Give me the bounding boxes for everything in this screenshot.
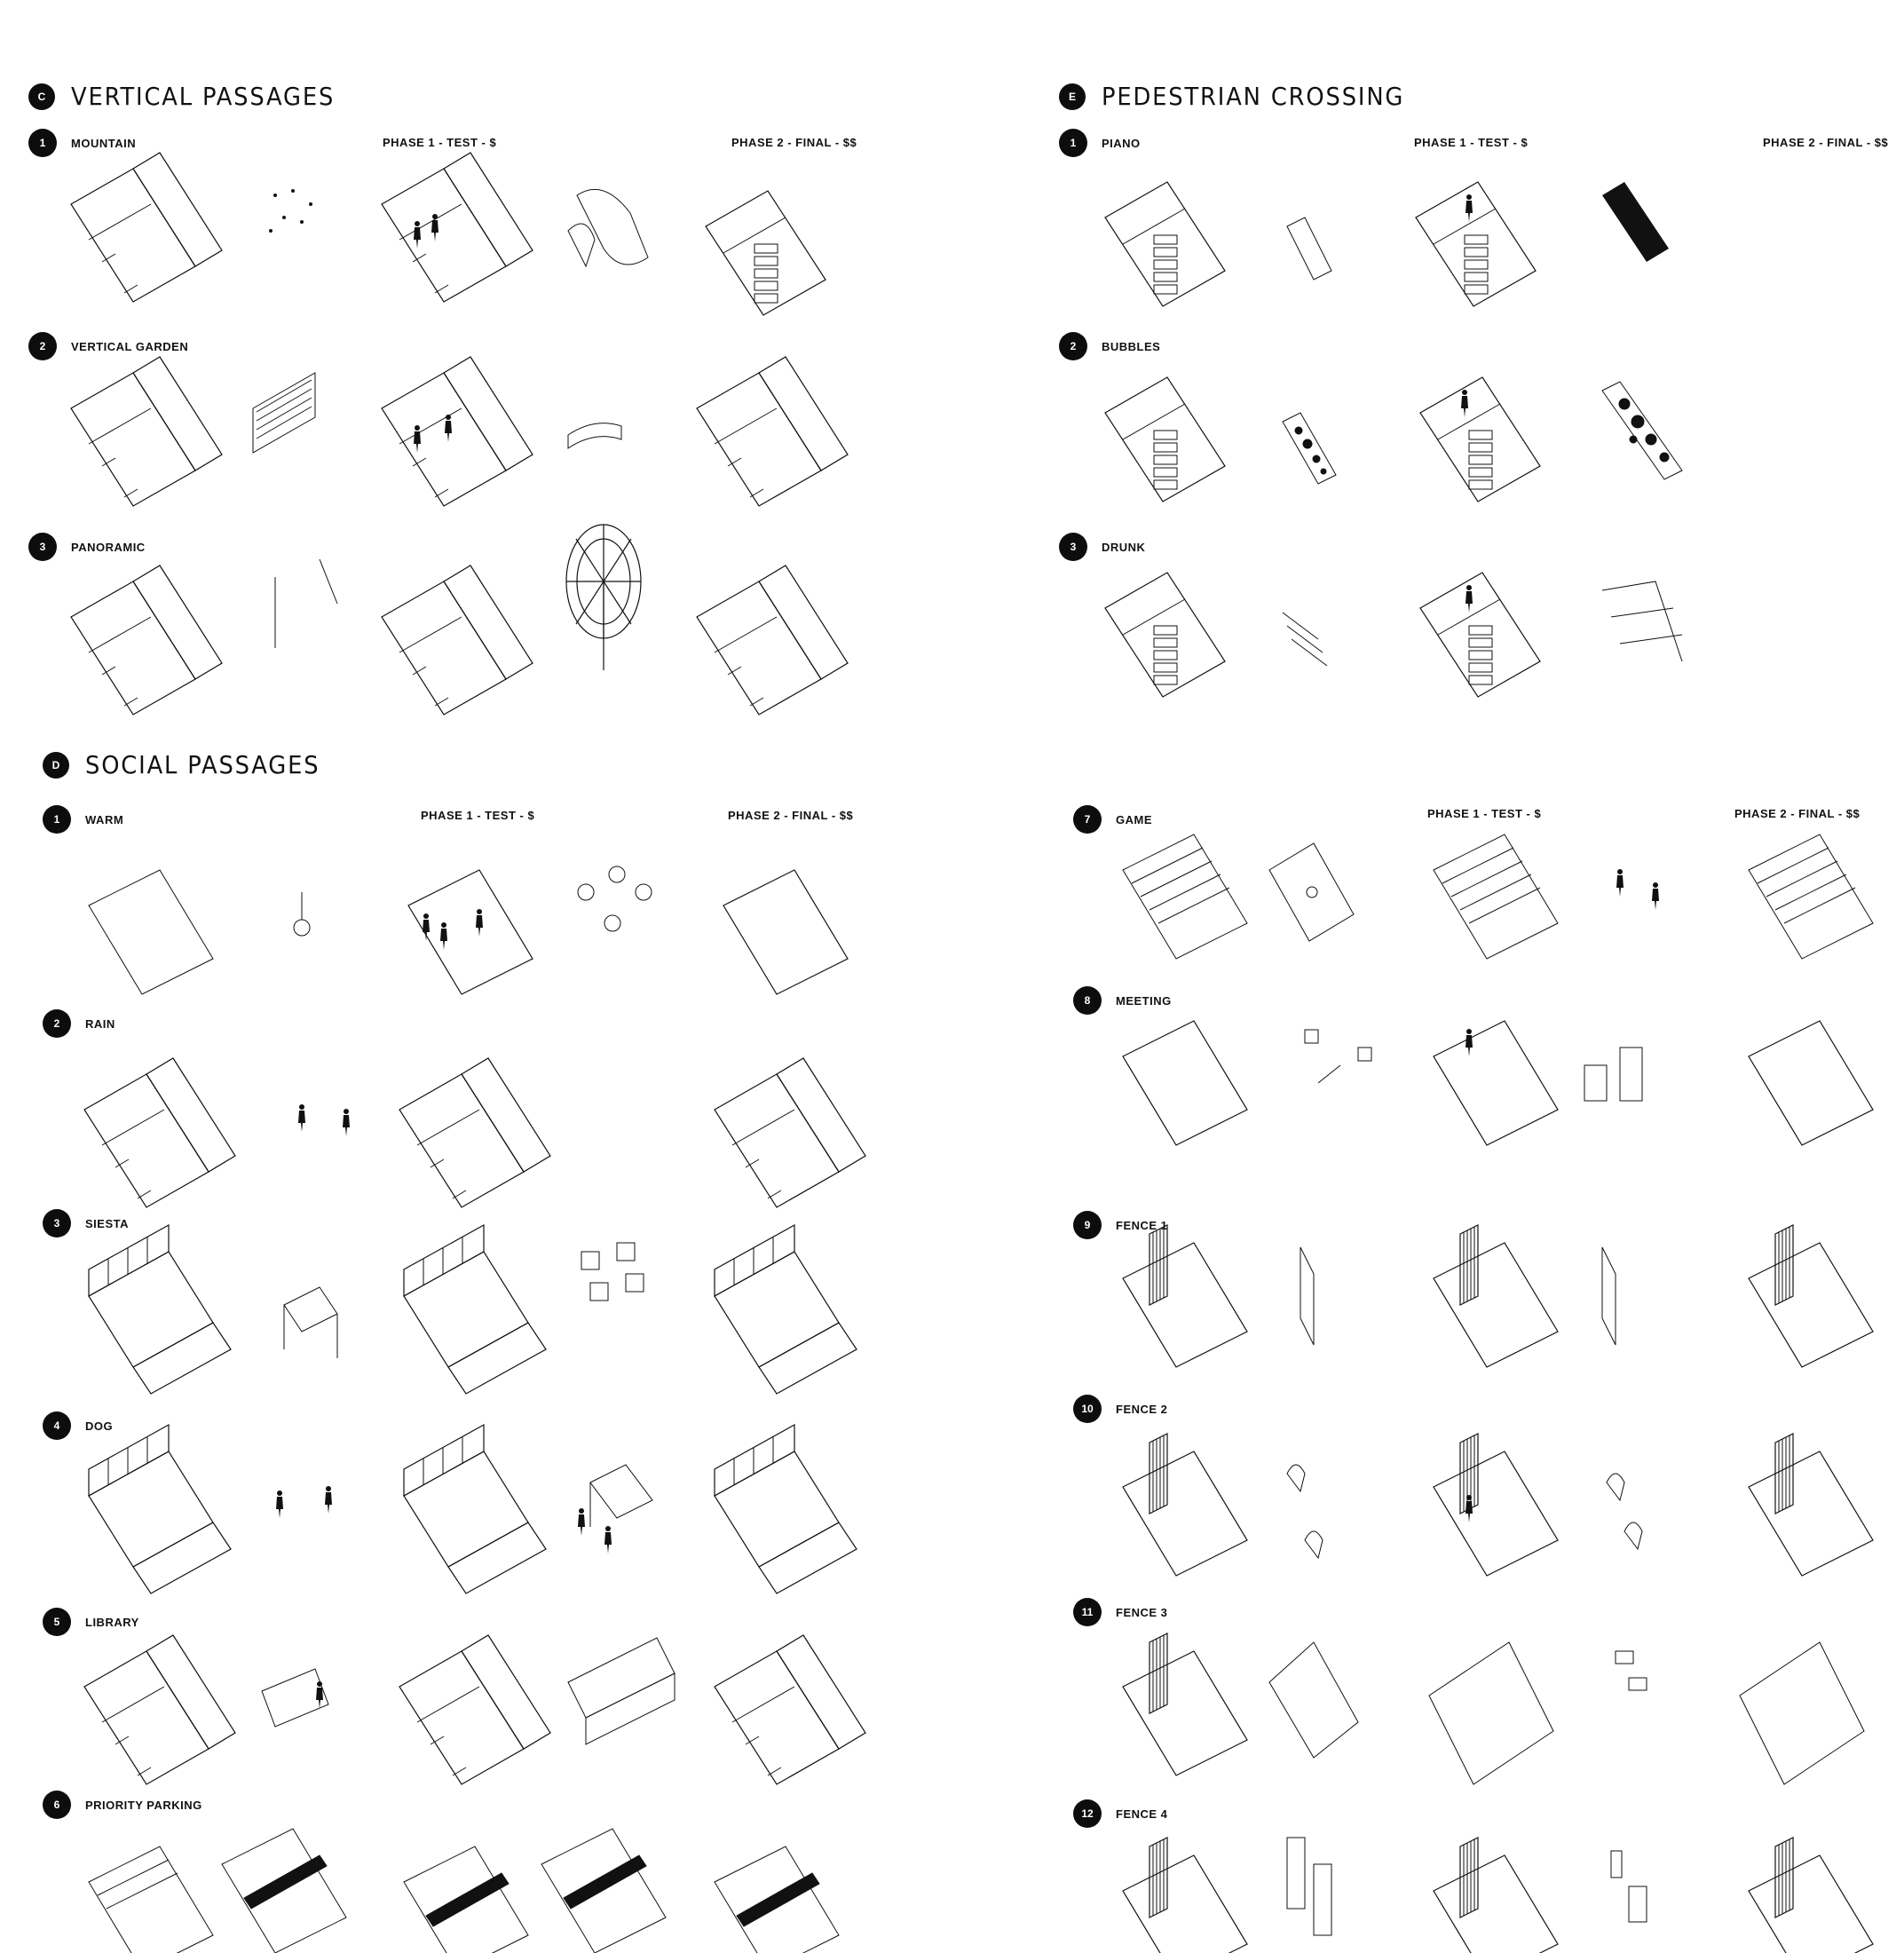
- row-label-fence-3: 11 FENCE 3: [1073, 1598, 1167, 1626]
- phase-2-header: PHASE 2 - FINAL - $$: [728, 809, 854, 822]
- row-label-text: FENCE 3: [1116, 1605, 1168, 1619]
- row-label-text: RAIN: [85, 1016, 115, 1031]
- row-label-text: PANORAMIC: [71, 540, 146, 554]
- phase-1-header: PHASE 1 - TEST - $: [1414, 136, 1529, 149]
- phase-2-header: PHASE 2 - FINAL - $$: [1734, 807, 1861, 820]
- row-number-badge: 3: [43, 1209, 71, 1237]
- row-label-library: 5 LIBRARY: [43, 1608, 139, 1636]
- row-label-text: PIANO: [1102, 136, 1141, 150]
- row-number-badge: 8: [1073, 986, 1102, 1015]
- row-label-text: GAME: [1116, 812, 1152, 826]
- row-label-fence-2: 10 FENCE 2: [1073, 1395, 1167, 1423]
- row-label-fence-1: 9 FENCE 1: [1073, 1211, 1167, 1239]
- row-number-badge: 3: [1059, 533, 1087, 561]
- row-number-badge: 10: [1073, 1395, 1102, 1423]
- section-badge: E: [1059, 83, 1086, 110]
- row-label-text: WARM: [85, 812, 124, 826]
- row-label-text: MEETING: [1116, 993, 1172, 1008]
- row-label-bubbles: 2 BUBBLES: [1059, 332, 1160, 360]
- phase-2-header: PHASE 2 - FINAL - $$: [731, 136, 857, 149]
- row-number-badge: 1: [28, 129, 57, 157]
- row-label-priority-parking: 6 PRIORITY PARKING: [43, 1791, 202, 1819]
- row-label-warm: 1 WARM: [43, 805, 123, 834]
- row-label-mountain: 1 MOUNTAIN: [28, 129, 136, 157]
- row-label-text: BUBBLES: [1102, 339, 1161, 353]
- section-title-text: SOCIAL PASSAGES: [85, 750, 320, 779]
- row-label-text: LIBRARY: [85, 1615, 139, 1629]
- row-label-fence-4: 12 FENCE 4: [1073, 1799, 1167, 1828]
- row-label-meeting: 8 MEETING: [1073, 986, 1172, 1015]
- phase-1-header: PHASE 1 - TEST - $: [421, 809, 535, 822]
- row-label-panoramic: 3 PANORAMIC: [28, 533, 146, 561]
- row-label-text: VERTICAL GARDEN: [71, 339, 189, 353]
- row-label-text: FENCE 1: [1116, 1218, 1168, 1232]
- row-label-siesta: 3 SIESTA: [43, 1209, 129, 1237]
- row-label-text: DOG: [85, 1419, 114, 1433]
- section-badge: D: [43, 751, 69, 779]
- row-label-text: FENCE 4: [1116, 1807, 1168, 1821]
- row-number-badge: 9: [1073, 1211, 1102, 1239]
- row-label-text: MOUNTAIN: [71, 136, 137, 150]
- phase-1-header: PHASE 1 - TEST - $: [1427, 807, 1542, 820]
- row-number-badge: 1: [43, 805, 71, 834]
- row-number-badge: 2: [1059, 332, 1087, 360]
- row-label-rain: 2 RAIN: [43, 1009, 115, 1038]
- row-label-text: SIESTA: [85, 1216, 129, 1230]
- section-title-text: VERTICAL PASSAGES: [71, 82, 336, 111]
- row-label-dog: 4 DOG: [43, 1411, 113, 1440]
- phase-2-header: PHASE 2 - FINAL - $$: [1763, 136, 1889, 149]
- section-title-social-passages: D SOCIAL PASSAGES: [43, 750, 340, 779]
- row-label-text: FENCE 2: [1116, 1402, 1168, 1416]
- row-number-badge: 12: [1073, 1799, 1102, 1828]
- row-number-badge: 2: [43, 1009, 71, 1038]
- row-number-badge: 3: [28, 533, 57, 561]
- phase-1-header: PHASE 1 - TEST - $: [383, 136, 497, 149]
- row-number-badge: 2: [28, 332, 57, 360]
- section-title-pedestrian-crossing: E PEDESTRIAN CROSSING: [1059, 82, 1431, 111]
- section-title-vertical-passages: C VERTICAL PASSAGES: [28, 82, 358, 111]
- row-label-game: 7 GAME: [1073, 805, 1152, 834]
- row-number-badge: 11: [1073, 1598, 1102, 1626]
- row-number-badge: 7: [1073, 805, 1102, 834]
- section-title-text: PEDESTRIAN CROSSING: [1102, 82, 1405, 111]
- row-number-badge: 4: [43, 1411, 71, 1440]
- row-number-badge: 5: [43, 1608, 71, 1636]
- row-label-text: DRUNK: [1102, 540, 1146, 554]
- row-label-piano: 1 PIANO: [1059, 129, 1141, 157]
- row-number-badge: 1: [1059, 129, 1087, 157]
- row-number-badge: 6: [43, 1791, 71, 1819]
- row-label-vertical-garden: 2 VERTICAL GARDEN: [28, 332, 188, 360]
- section-badge: C: [28, 83, 55, 110]
- row-label-text: PRIORITY PARKING: [85, 1798, 202, 1812]
- row-label-drunk: 3 DRUNK: [1059, 533, 1145, 561]
